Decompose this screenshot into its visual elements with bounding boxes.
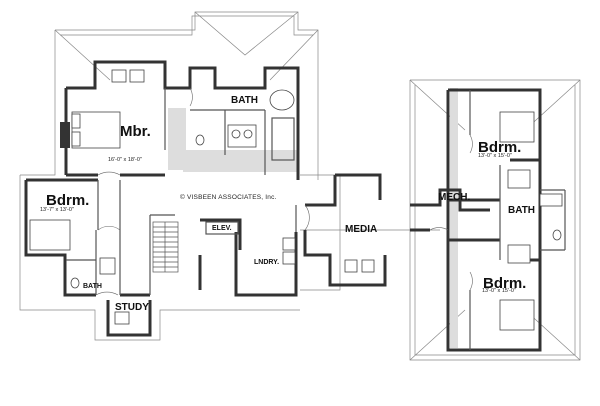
room-label-master-bath: BATH [231,95,259,106]
room-size-right-bedroom-top: 13'-0" x 15'-0" [478,153,512,159]
roof-outline [19,11,581,361]
room-label-right-bath: BATH [508,205,536,216]
stairs [152,221,179,273]
room-label-media: MEDIA [345,224,378,235]
room-label-left-bath: BATH [83,283,102,290]
room-label-study: STUDY [115,302,149,313]
room-label-laundry: LNDRY. [254,259,280,266]
fireplace [60,122,70,148]
room-label-mech: MECH. [438,192,471,203]
bathtub-master [269,89,295,111]
bed-right-top [499,111,535,143]
bed-left [29,219,71,251]
room-label-elevator: ELEV. [212,225,232,232]
room-size-left-bedroom: 13'-7" x 13'-0" [40,207,74,213]
room-size-master: 16'-0" x 18'-0" [108,157,142,163]
interior-walls [66,88,566,350]
floor-hatch [168,88,458,348]
room-size-right-bedroom-bottom: 13'-0" x 15'-0" [482,288,516,294]
walls [24,60,542,352]
door-swings [95,87,473,296]
bed-right-bottom [499,299,535,331]
copyright-notice: © VISBEEN ASSOCIATES, Inc. [180,194,277,201]
furniture [29,69,563,331]
room-label-right-bedroom-top: Bdrm. [478,139,522,156]
room-label-right-bedroom-bottom: Bdrm. [483,275,527,292]
room-label-left-bedroom: Bdrm. [46,192,90,209]
room-label-master: Mbr. [120,123,151,140]
